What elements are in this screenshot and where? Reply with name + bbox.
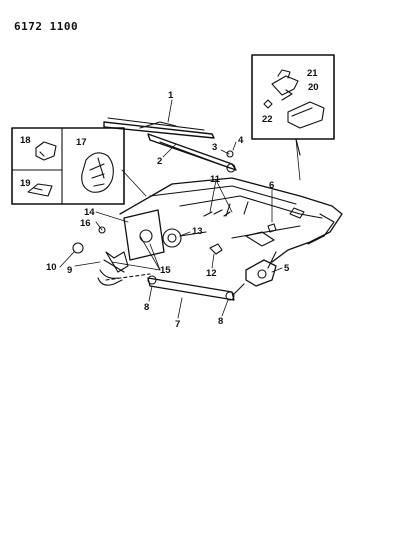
wiper-blade-arm bbox=[103, 117, 237, 173]
inset-pivot-details bbox=[11, 127, 125, 205]
callout-20: 20 bbox=[308, 82, 319, 93]
callout-4: 4 bbox=[238, 135, 244, 146]
right-pivot bbox=[233, 251, 277, 295]
callout-2: 2 bbox=[157, 156, 162, 167]
callout-19: 19 bbox=[20, 178, 31, 189]
callout-11: 11 bbox=[210, 174, 221, 185]
diagram-code: 6172 1100 bbox=[14, 20, 79, 33]
callout-3: 3 bbox=[212, 142, 217, 153]
callout-13: 13 bbox=[192, 226, 203, 237]
leader-lines bbox=[59, 99, 301, 319]
callout-15: 15 bbox=[160, 265, 171, 276]
callout-6: 6 bbox=[269, 180, 274, 191]
callout-9: 9 bbox=[67, 265, 72, 276]
callout-21: 21 bbox=[307, 68, 318, 79]
callout-1: 1 bbox=[168, 90, 174, 101]
callout-12: 12 bbox=[206, 268, 217, 279]
callout-7: 7 bbox=[175, 319, 180, 330]
callout-10: 10 bbox=[46, 262, 57, 273]
motor-linkage bbox=[72, 209, 207, 286]
callout-5: 5 bbox=[284, 263, 290, 274]
callout-22: 22 bbox=[262, 114, 273, 125]
cowl-panel bbox=[119, 177, 343, 263]
callout-16: 16 bbox=[80, 218, 91, 229]
inset-washer-pump bbox=[251, 54, 335, 156]
drive-link bbox=[105, 273, 235, 301]
callout-18: 18 bbox=[20, 135, 31, 146]
callout-8-left: 8 bbox=[144, 302, 149, 313]
callout-8-right: 8 bbox=[218, 316, 223, 327]
callout-14: 14 bbox=[84, 207, 95, 218]
small-clips bbox=[203, 209, 277, 255]
callout-17: 17 bbox=[76, 137, 87, 148]
callout-labels: 1 2 3 4 5 6 7 8 8 9 10 11 12 13 14 15 16… bbox=[20, 68, 319, 330]
